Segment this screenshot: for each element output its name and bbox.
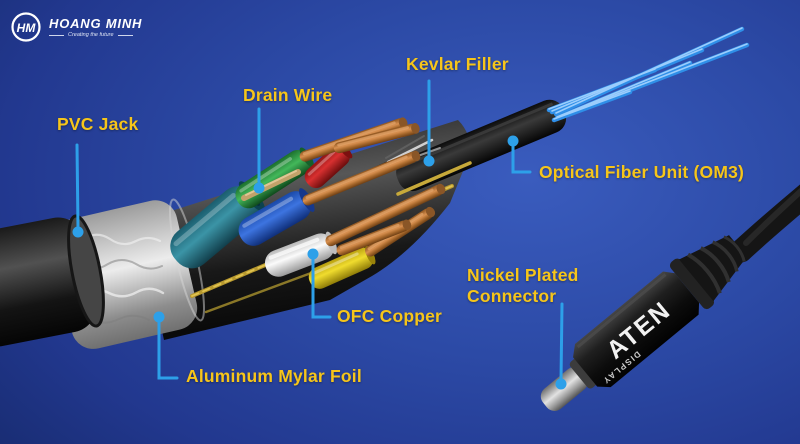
leader-ofc-copper	[307, 248, 332, 319]
drain-wire	[241, 169, 301, 201]
leader-kevlar-filler	[423, 79, 435, 167]
label-aluminum-mylar-foil: Aluminum Mylar Foil	[186, 366, 362, 386]
strain-relief-collar	[669, 258, 715, 310]
leader-drain-wire	[253, 107, 265, 194]
brand-tagline-text: Creating the future	[68, 32, 114, 38]
copper-conductor	[333, 123, 420, 154]
tip-collar	[569, 357, 598, 389]
label-nickel-line1: Nickel Plated	[467, 265, 579, 285]
brand-tagline: Creating the future	[49, 32, 142, 38]
leader-nickel-plated-connector	[555, 302, 567, 390]
leader-pvc-jack	[72, 143, 84, 238]
label-drain-wire: Drain Wire	[243, 85, 333, 105]
jacket-cut-face	[67, 214, 105, 328]
label-optical-fiber-unit: Optical Fiber Unit (OM3)	[539, 162, 745, 182]
label-kevlar-filler: Kevlar Filler	[406, 54, 509, 74]
copper-conductor	[325, 183, 446, 247]
logo-monogram: HM	[17, 21, 37, 35]
optical-fibers	[546, 26, 750, 123]
pvc-outer-jacket	[0, 214, 105, 347]
label-ofc-copper: OFC Copper	[337, 306, 443, 326]
leader-optical-fiber-unit	[507, 135, 532, 174]
label-nickel-line2: Connector	[467, 286, 557, 306]
brand-logo: HM HOANG MINH Creating the future	[10, 11, 142, 43]
label-pvc-jack: PVC Jack	[57, 114, 139, 134]
nickel-tip	[540, 367, 588, 411]
body-bevel-highlight	[576, 273, 667, 349]
brand-name: HOANG MINH	[49, 16, 143, 31]
connector-body	[573, 271, 700, 388]
strain-relief-ridges	[687, 235, 746, 294]
inner-jacket	[156, 120, 471, 340]
leader-aluminum-mylar-foil	[153, 311, 179, 380]
strain-relief	[679, 235, 747, 302]
copper-conductor	[302, 150, 421, 206]
kevlar-strand-on-tube	[396, 161, 472, 196]
label-nickel-plated-connector: Nickel Plated Connector	[467, 265, 579, 307]
copper-conductor	[336, 219, 412, 256]
hoang-minh-logo-icon: HM	[11, 12, 41, 42]
cable-highlight	[743, 187, 800, 246]
